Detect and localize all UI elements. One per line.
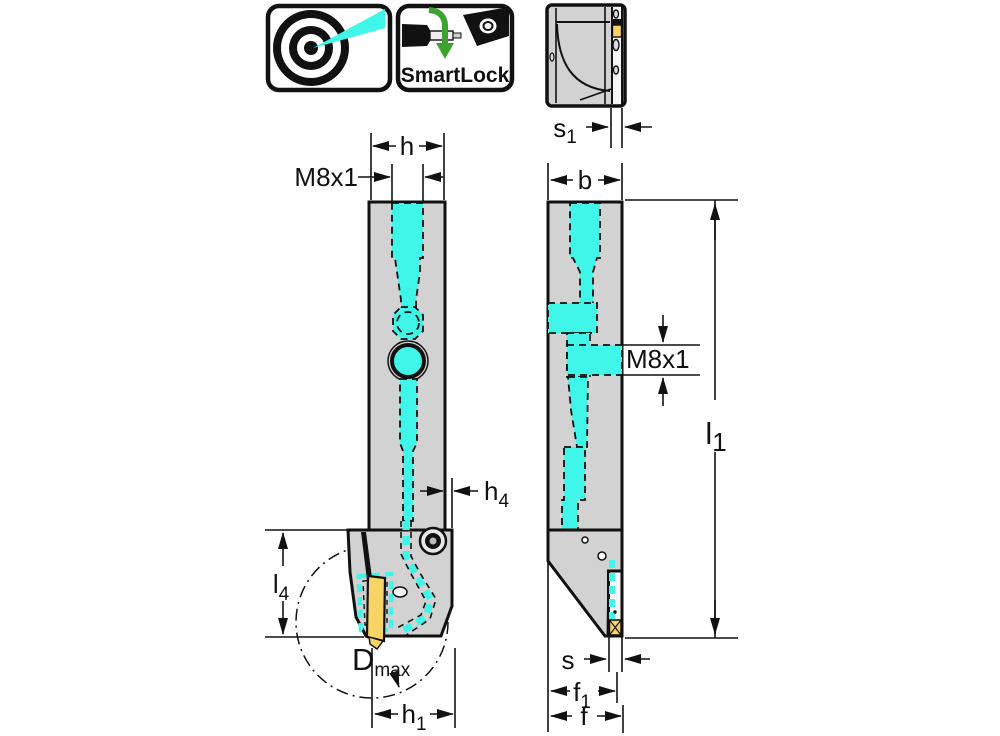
insert-icon (463, 7, 509, 46)
m8x1-port (566, 344, 623, 376)
front-coolant-channel (387, 202, 429, 522)
insert-front-view (365, 574, 408, 650)
dim-dmax: Dmax (352, 642, 411, 688)
target-icon (273, 10, 349, 86)
dim-s: s (562, 637, 650, 675)
dim-f1: f1 (547, 561, 618, 732)
front-head-coolant (356, 521, 437, 639)
smartlock-label: SmartLock (401, 64, 510, 87)
dim-b: b (547, 163, 623, 200)
dim-h4: h4 (420, 476, 509, 528)
dim-label-h1: h1 (401, 699, 426, 735)
dim-m8x1-front: M8x1 (294, 162, 444, 203)
clamp-slot (361, 532, 372, 580)
dim-h: h (370, 131, 445, 200)
side-view: b M8x1 l1 s (546, 163, 738, 733)
dim-label-m8x1-side: M8x1 (626, 344, 690, 374)
dim-h1: h1 (371, 648, 456, 735)
dim-label-l1: l1 (705, 416, 726, 457)
dim-label-m8x1-front: M8x1 (294, 162, 358, 192)
insert-side-view (608, 619, 622, 636)
dim-l1: l1 (625, 199, 738, 639)
dim-m8x1-side: M8x1 (622, 315, 700, 406)
screwdriver-icon (402, 24, 462, 47)
dim-label-h4: h4 (484, 476, 509, 512)
dim-label-f1: f1 (573, 677, 591, 713)
dim-l4: l4 (265, 529, 364, 638)
coolant-icon (265, 3, 393, 93)
dim-label-dmax: Dmax (352, 642, 411, 681)
dim-f: f (550, 701, 624, 733)
torx-screw-icon (418, 526, 448, 556)
dim-label-b: b (578, 165, 592, 195)
side-blade (607, 560, 624, 638)
dmax-circle (295, 545, 449, 699)
rotate-arrow-icon (428, 7, 454, 59)
dim-label-s: s (562, 645, 575, 675)
dim-s1: s1 (553, 108, 652, 148)
dim-label-h: h (400, 131, 414, 161)
front-view: h M8x1 h4 l4 Dmax (265, 131, 509, 735)
smartlock-icon: SmartLock (395, 3, 515, 93)
insert-top-view (612, 19, 622, 25)
coolant-beam-icon (313, 9, 385, 48)
dim-label-s1: s1 (553, 113, 577, 148)
top-view: s1 (545, 3, 652, 148)
dim-label-l4: l4 (273, 569, 290, 605)
dim-label-f: f (580, 701, 588, 731)
